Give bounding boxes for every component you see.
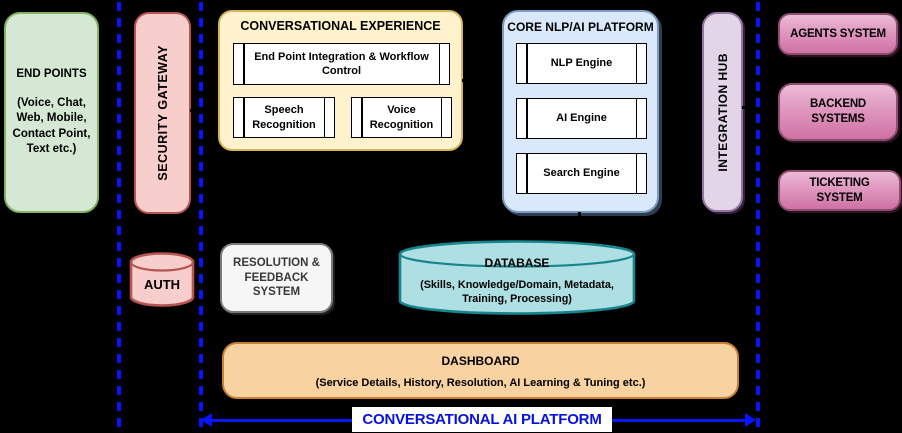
module-voice-recognition-label: Voice Recognition: [369, 104, 434, 131]
module-endpoint-integration-label: End Point Integration & Workflow Control: [254, 50, 429, 77]
connector-stub: [770, 32, 778, 35]
backend-systems-box: BACKEND SYSTEMS: [778, 83, 898, 141]
conversational-experience-title: CONVERSATIONAL EXPERIENCE: [240, 19, 441, 33]
dashboard-box: DASHBOARD (Service Details, History, Res…: [222, 342, 739, 399]
connector-stub: [770, 111, 778, 114]
connector-stub: [214, 369, 222, 372]
connector-stub: [99, 156, 107, 159]
resolution-feedback-label: RESOLUTION & FEEDBACK SYSTEM: [233, 256, 320, 299]
connector-stub: [637, 276, 645, 279]
module-speech-recognition-label: Speech Recognition: [252, 104, 316, 131]
ticketing-system-label: TICKETING SYSTEM: [809, 176, 870, 204]
connector-stub: [190, 109, 198, 112]
connector-stub: [578, 212, 581, 218]
dashboard-subtitle: (Service Details, History, Resolution, A…: [315, 377, 646, 389]
backend-systems-label: BACKEND SYSTEMS: [809, 98, 867, 125]
platform-label: CONVERSATIONAL AI PLATFORM: [352, 407, 612, 432]
security-gateway-box: SECURITY GATEWAY: [134, 12, 191, 214]
lane-divider-2: [199, 2, 203, 433]
module-endpoint-integration: End Point Integration & Workflow Control: [233, 43, 450, 85]
database-title: DATABASE: [484, 256, 550, 270]
core-platform-title: CORE NLP/AI PLATFORM: [507, 20, 654, 34]
core-platform-box: CORE NLP/AI PLATFORM NLP Engine AI Engin…: [502, 10, 659, 213]
auth-cylinder: AUTH: [128, 251, 196, 308]
module-voice-recognition: Voice Recognition: [351, 97, 452, 138]
conversational-experience-box: CONVERSATIONAL EXPERIENCE End Point Inte…: [218, 10, 463, 151]
arrowhead-right-icon: [745, 413, 756, 427]
module-ai-engine-label: AI Engine: [556, 112, 607, 125]
database-cylinder-shape: [398, 240, 636, 315]
auth-cylinder-shape: [129, 252, 195, 307]
connector-stub: [770, 189, 778, 192]
connector-stub: [99, 109, 107, 112]
connector-stub: [694, 106, 702, 109]
security-gateway-label: SECURITY GATEWAY: [155, 45, 170, 181]
integration-hub-box: INTEGRATION HUB: [702, 12, 743, 212]
auth-label: AUTH: [143, 277, 181, 292]
connector-stub: [126, 109, 134, 112]
lane-divider-3: [756, 2, 760, 433]
module-speech-recognition: Speech Recognition: [233, 97, 335, 138]
ticketing-system-box: TICKETING SYSTEM: [778, 170, 901, 211]
database-cylinder: DATABASE (Skills, Knowledge/Domain, Meta…: [397, 240, 637, 315]
resolution-feedback-box: RESOLUTION & FEEDBACK SYSTEM: [220, 243, 333, 313]
database-subtitle: (Skills, Knowledge/Domain, Metadata, Tra…: [420, 279, 614, 306]
endpoints-title: END POINTS: [16, 68, 87, 81]
connector-stub: [742, 106, 750, 109]
agents-system-box: AGENTS SYSTEM: [778, 13, 898, 55]
connector-stub: [462, 79, 470, 82]
module-search-engine-label: Search Engine: [543, 167, 620, 180]
integration-hub-label: INTEGRATION HUB: [715, 52, 730, 172]
module-nlp-engine: NLP Engine: [516, 43, 647, 84]
endpoints-box: END POINTS (Voice, Chat, Web, Mobile, Co…: [4, 12, 99, 213]
lane-divider-1: [117, 2, 121, 433]
dashboard-title: DASHBOARD: [441, 354, 520, 368]
agents-system-label: AGENTS SYSTEM: [790, 27, 886, 40]
module-ai-engine: AI Engine: [516, 98, 647, 139]
endpoints-subtitle: (Voice, Chat, Web, Mobile, Contact Point…: [12, 96, 91, 156]
module-search-engine: Search Engine: [516, 153, 647, 194]
module-nlp-engine-label: NLP Engine: [550, 57, 613, 70]
arrowhead-left-icon: [201, 413, 212, 427]
